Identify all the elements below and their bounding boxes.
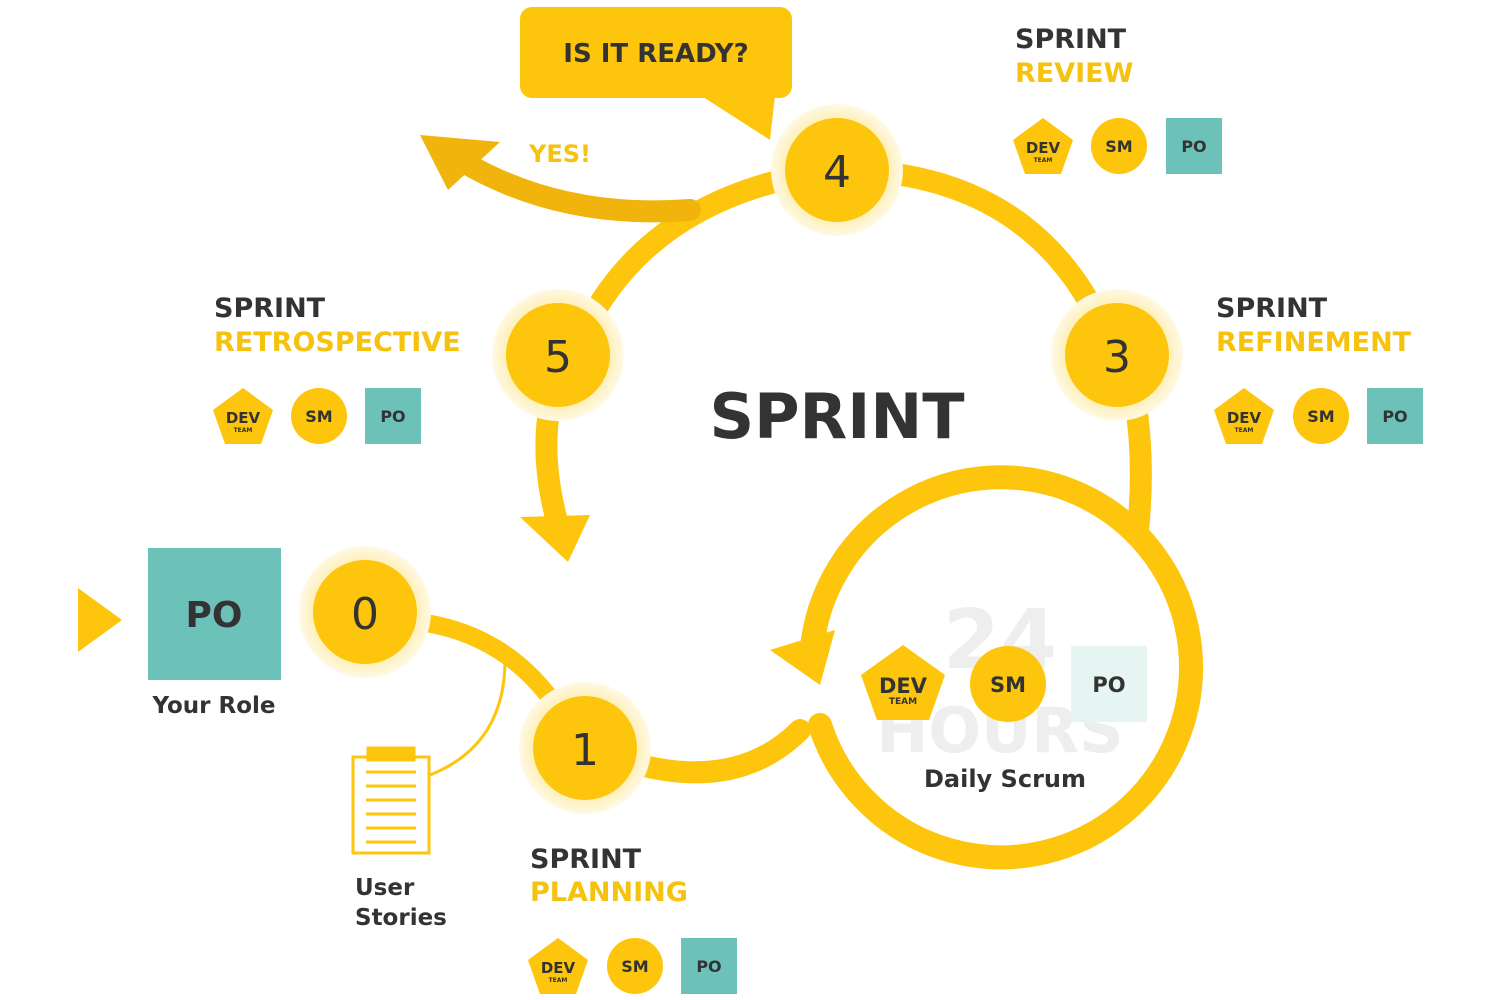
step-5: 5 — [492, 289, 624, 421]
pointer-triangle-icon — [78, 588, 122, 652]
step-4-number: 4 — [823, 147, 851, 198]
yes-arrow-shaft — [449, 149, 701, 223]
user-stories: User Stories — [351, 746, 447, 931]
retro-line1: SPRINT — [214, 293, 326, 324]
refinement-po: PO — [1382, 407, 1407, 426]
refinement-team: TEAM — [1235, 427, 1254, 434]
retro-line2: RETROSPECTIVE — [214, 327, 461, 358]
review-line1: SPRINT — [1015, 24, 1127, 55]
yes-arrowhead-icon — [420, 135, 500, 190]
refinement-line2: REFINEMENT — [1216, 327, 1412, 358]
planning-line1: SPRINT — [530, 844, 642, 875]
user-stories-connector — [429, 659, 507, 777]
review-dev: DEV — [1026, 139, 1061, 157]
planning-team: TEAM — [549, 977, 568, 984]
daily-scrum: 24 HOURS DEV TEAM SM PO Daily Scrum — [861, 593, 1147, 793]
refinement-sm: SM — [1307, 407, 1334, 426]
your-role-badge — [148, 548, 281, 680]
arc-refinement-down — [1124, 389, 1152, 541]
retro-sm: SM — [305, 407, 332, 426]
review-sm: SM — [1105, 137, 1132, 156]
label-refinement: SPRINT REFINEMENT — [1216, 293, 1412, 358]
retro-team: TEAM — [234, 427, 253, 434]
daily-sm-badge: SM — [970, 646, 1046, 722]
arc-retro-down — [535, 394, 569, 536]
po-label: PO — [1092, 673, 1125, 697]
sm-label: SM — [990, 673, 1026, 697]
your-role-label: Your Role — [151, 693, 275, 719]
daily-arrowhead-icon — [770, 630, 835, 685]
planning-roles: DEV TEAM SM PO — [528, 938, 737, 994]
yes-label: YES! — [528, 140, 591, 168]
review-team: TEAM — [1034, 157, 1053, 164]
step-1-number: 1 — [571, 725, 599, 776]
step-4: 4 — [771, 104, 903, 236]
retro-roles: DEV TEAM SM PO — [213, 388, 421, 444]
center-title: SPRINT — [709, 380, 964, 453]
label-planning: SPRINT PLANNING — [530, 844, 688, 908]
refinement-line1: SPRINT — [1216, 293, 1328, 324]
planning-po: PO — [696, 957, 721, 976]
arc-start-to-planning — [411, 613, 569, 721]
daily-dev-team-badge: DEV TEAM — [861, 645, 945, 720]
step-1: 1 — [519, 682, 651, 814]
step-5-number: 5 — [544, 332, 572, 383]
step-3-number: 3 — [1103, 332, 1131, 383]
clipboard-icon — [351, 746, 431, 855]
label-review: SPRINT REVIEW — [1015, 24, 1133, 89]
callout-text: IS IT READY? — [563, 39, 748, 69]
daily-po-badge: PO — [1071, 646, 1147, 722]
retro-dev: DEV — [226, 409, 261, 427]
planning-line2: PLANNING — [530, 877, 688, 908]
user-stories-line1: User — [355, 875, 415, 901]
retro-arrowhead-icon — [520, 515, 590, 562]
step-0: 0 — [299, 546, 431, 678]
dev-label: DEV — [879, 674, 928, 698]
ready-callout: IS IT READY? — [520, 7, 792, 140]
step-0-number: 0 — [351, 589, 379, 640]
planning-sm: SM — [621, 957, 648, 976]
user-stories-line2: Stories — [355, 905, 447, 931]
arc-planning-to-daily — [629, 719, 811, 784]
refinement-roles: DEV TEAM SM PO — [1214, 388, 1423, 444]
arc-review-to-retro — [579, 167, 801, 331]
step-3: 3 — [1051, 289, 1183, 421]
your-role: PO Your Role — [78, 548, 281, 719]
daily-scrum-loop — [800, 465, 1203, 870]
refinement-dev: DEV — [1227, 409, 1262, 427]
review-po: PO — [1181, 137, 1206, 156]
your-role-po: PO — [186, 595, 243, 636]
daily-scrum-label: Daily Scrum — [924, 765, 1086, 793]
retro-po: PO — [380, 407, 405, 426]
review-line2: REVIEW — [1015, 58, 1133, 89]
planning-dev: DEV — [541, 959, 576, 977]
team-label: TEAM — [889, 697, 917, 707]
label-retrospective: SPRINT RETROSPECTIVE — [214, 293, 461, 358]
review-roles: DEV TEAM SM PO — [1013, 118, 1222, 174]
